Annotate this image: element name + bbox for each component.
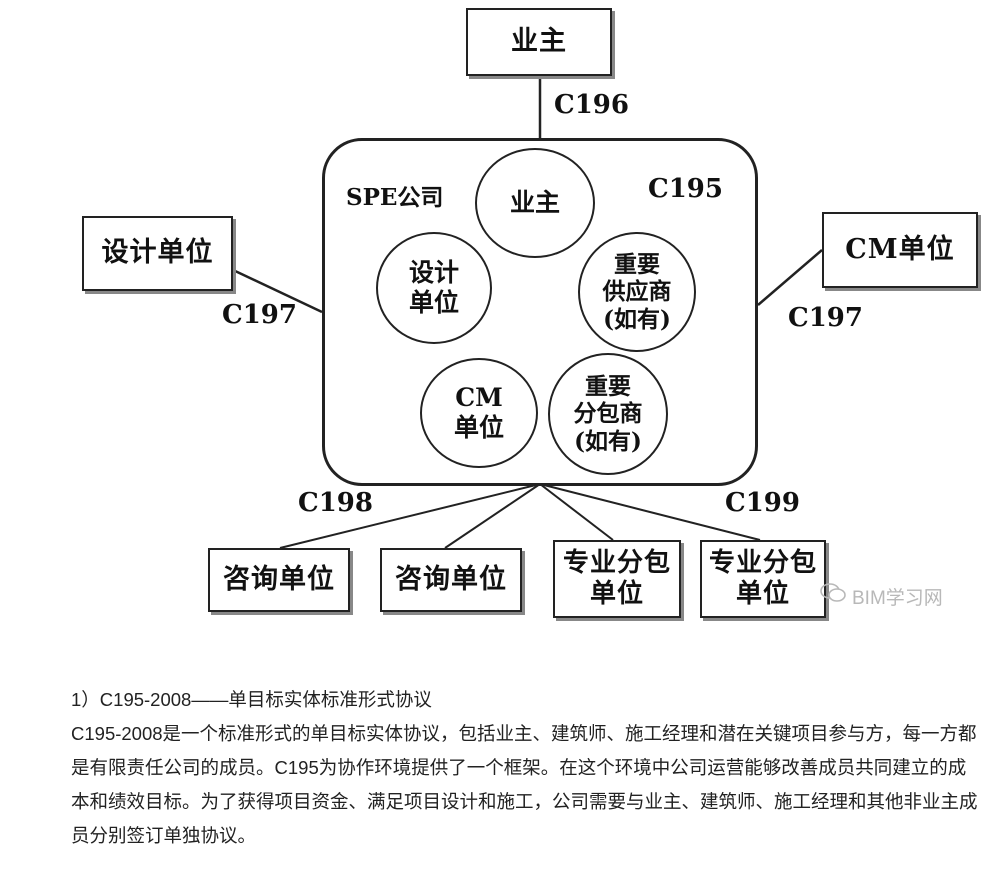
watermark-text: BIM学习网 bbox=[852, 587, 943, 609]
contract-bottom-right-label: C199 bbox=[725, 488, 800, 518]
cm-unit-box: CM单位 bbox=[822, 212, 978, 288]
member-owner-circle: 业主 bbox=[475, 148, 595, 258]
consulting-unit-box-1: 咨询单位 bbox=[208, 548, 350, 612]
spe-organization-diagram: 业主 C196 SPE公司 C195 业主 设计 单位 重要 供应商 (如有) … bbox=[82, 8, 978, 618]
contract-left-label: C197 bbox=[222, 300, 297, 330]
specialty-subcontractor-box-2: 专业分包 单位 bbox=[700, 540, 826, 618]
member-design-circle: 设计 单位 bbox=[376, 232, 492, 344]
wechat-icon bbox=[820, 582, 846, 610]
bottom-connector-4 bbox=[539, 483, 761, 541]
design-unit-box: 设计单位 bbox=[82, 216, 233, 291]
contract-right-label: C197 bbox=[788, 303, 863, 333]
article-body: C195-2008是一个标准形式的单目标实体协议，包括业主、建筑师、施工经理和潜… bbox=[71, 723, 978, 846]
contract-bottom-left-label: C198 bbox=[298, 488, 373, 518]
watermark: BIM学习网 bbox=[820, 582, 943, 610]
left-connector bbox=[232, 268, 323, 314]
article-heading: 1）C195-2008——单目标实体标准形式协议 bbox=[71, 689, 432, 710]
bottom-connector-1 bbox=[279, 483, 541, 549]
right-connector bbox=[757, 249, 823, 306]
owner-box: 业主 bbox=[466, 8, 612, 76]
bottom-connector-2 bbox=[444, 483, 541, 549]
member-cm-circle: CM 单位 bbox=[420, 358, 538, 468]
member-supplier-circle: 重要 供应商 (如有) bbox=[578, 232, 696, 352]
consulting-unit-box-2: 咨询单位 bbox=[380, 548, 522, 612]
contract-spe-label: C195 bbox=[648, 174, 723, 204]
spe-company-label: SPE公司 bbox=[346, 184, 444, 211]
member-subcontractor-circle: 重要 分包商 (如有) bbox=[548, 353, 668, 475]
contract-owner-label: C196 bbox=[554, 90, 629, 120]
article-text: 1）C195-2008——单目标实体标准形式协议 C195-2008是一个标准形… bbox=[71, 683, 981, 853]
specialty-subcontractor-box-1: 专业分包 单位 bbox=[553, 540, 681, 618]
connector-lines bbox=[232, 76, 823, 549]
bottom-connector-3 bbox=[539, 483, 614, 541]
